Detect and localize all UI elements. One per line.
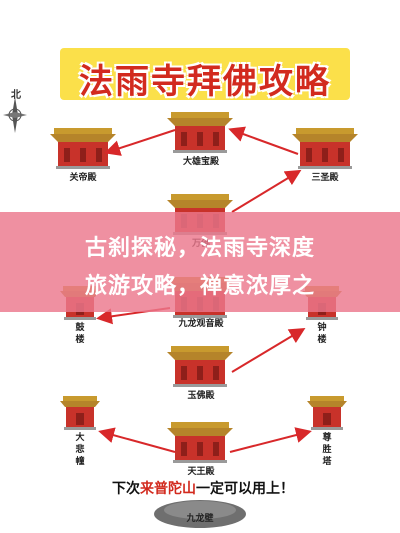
footer-text: 下次来普陀山一定可以用上！ <box>78 478 328 498</box>
hall-tianwang <box>167 422 233 463</box>
label-jiulong-guanyin: 九龙观音殿 <box>178 319 224 329</box>
arrow-yufo-to-bell <box>231 327 306 373</box>
label-guandi: 关帝殿 <box>69 173 97 183</box>
compass-icon <box>3 97 27 133</box>
arrow-wanfo-to-sansheng <box>231 169 302 213</box>
label-zunsheng-ta: 尊胜塔 <box>322 433 332 467</box>
label-tianwang: 天王殿 <box>187 467 215 477</box>
label-sansheng: 三圣殿 <box>311 173 339 183</box>
arrow-sansheng-to-daxiong <box>228 126 299 155</box>
label-yufo: 玉佛殿 <box>187 391 215 401</box>
banner-line-2: 旅游攻略，禅意浓厚之 <box>84 274 315 299</box>
label-jiulong-bi: 九龙壁 <box>186 514 214 524</box>
compass-north-label: 北 <box>11 90 21 101</box>
compass: 北 <box>2 86 30 146</box>
title-banner: 法雨寺拜佛攻略 <box>60 48 350 102</box>
hall-daxiong <box>167 112 233 153</box>
footer-suffix: 一定可以用上！ <box>196 481 294 497</box>
tower-dabei <box>60 396 100 430</box>
arrow-daxiong-to-guandi <box>104 129 176 156</box>
label-drum-tower: 鼓楼 <box>75 323 85 345</box>
tower-zunsheng <box>307 396 347 430</box>
hall-guandi <box>50 128 116 169</box>
overlay-banner: 古刹探秘，法雨寺深度 旅游攻略，禅意浓厚之 <box>0 212 400 312</box>
hall-sansheng <box>292 128 358 169</box>
label-dabei-chuang: 大悲幢 <box>75 433 85 467</box>
banner-line-1: 古刹探秘，法雨寺深度 <box>84 236 315 261</box>
arrow-tianwang-to-dabei <box>98 427 176 453</box>
label-bell-tower: 钟楼 <box>317 323 327 345</box>
footer-highlight: 来普陀山 <box>140 481 196 497</box>
hall-yufo <box>167 346 233 387</box>
label-daxiong: 大雄宝殿 <box>182 157 219 167</box>
footer-prefix: 下次 <box>112 481 140 497</box>
page-title: 法雨寺拜佛攻略 <box>79 62 331 102</box>
arrow-tianwang-to-zunsheng <box>229 427 312 453</box>
